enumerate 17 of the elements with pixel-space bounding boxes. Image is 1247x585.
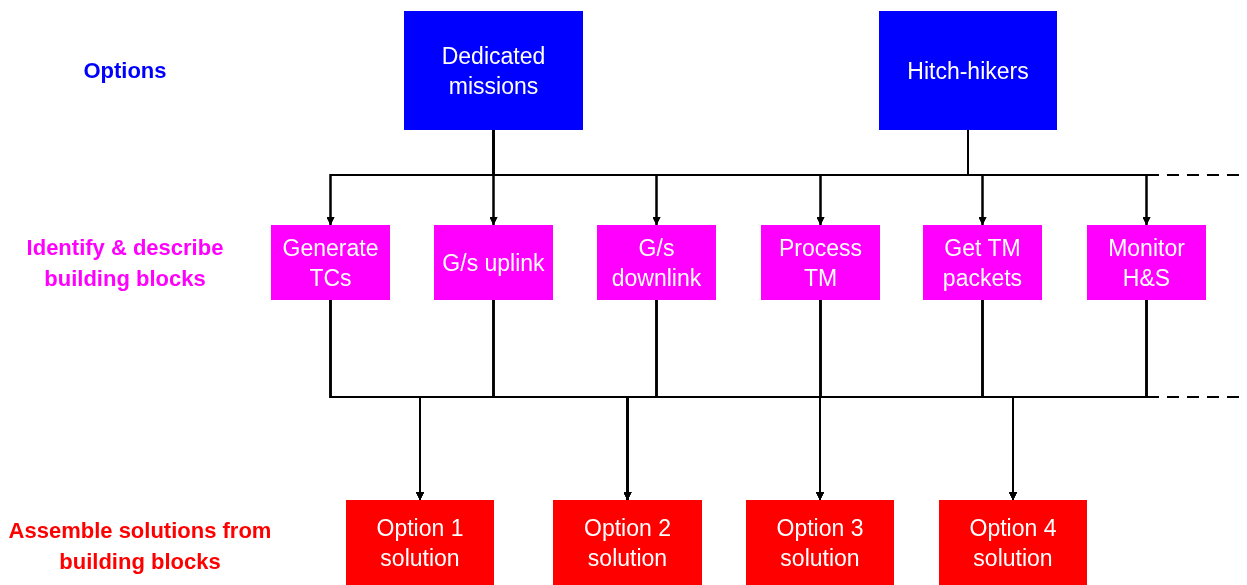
- process-box: Option 2 solution: [553, 500, 702, 585]
- process-box: G/s uplink: [434, 225, 553, 300]
- process-box: Get TM packets: [923, 225, 1042, 300]
- arrow: [1009, 299, 1148, 501]
- row-heading: Options: [82, 57, 168, 85]
- process-box: Dedicated missions: [404, 11, 583, 130]
- row-heading: Assemble solutions from building blocks: [7, 517, 273, 576]
- process-box: Hitch-hikers: [879, 11, 1057, 130]
- arrow: [967, 129, 1151, 226]
- process-box: Generate TCs: [271, 225, 390, 300]
- row-heading: Identify & describe building blocks: [25, 234, 225, 293]
- process-box: Option 3 solution: [746, 500, 894, 585]
- process-box: Option 4 solution: [939, 500, 1087, 585]
- process-box: Option 1 solution: [346, 500, 494, 585]
- process-box: Process TM: [761, 225, 880, 300]
- process-box: G/s downlink: [597, 225, 716, 300]
- process-box: Monitor H&S: [1087, 225, 1206, 300]
